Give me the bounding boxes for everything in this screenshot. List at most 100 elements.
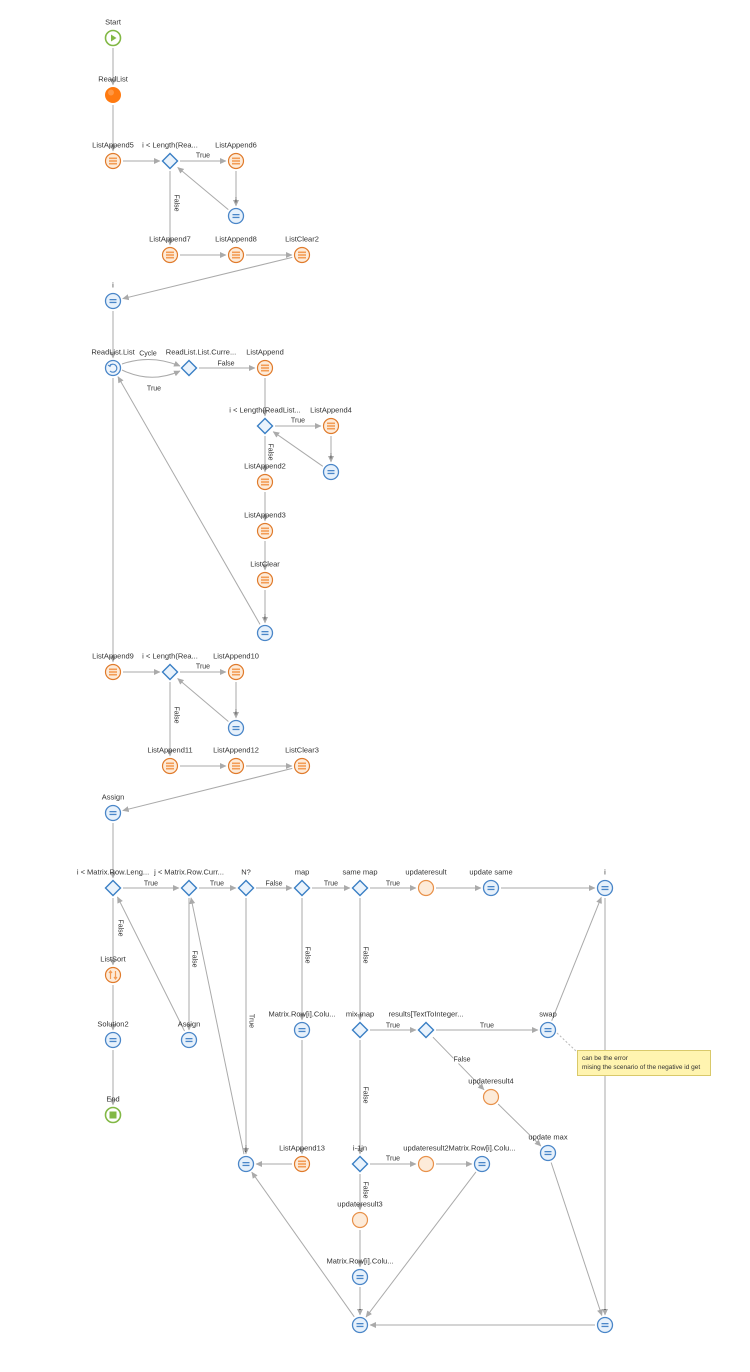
edge-um-to-as9[interactable]: [550, 1162, 603, 1316]
edge-label-if8-to-if9: True: [323, 880, 339, 888]
if-node-if2[interactable]: [180, 359, 198, 377]
edge-fe1-to-if2[interactable]: [121, 359, 181, 367]
assign-node-as8[interactable]: [351, 1316, 369, 1334]
listop-node-la7[interactable]: [161, 246, 179, 264]
assign-icon: [227, 719, 245, 737]
listop-icon: [293, 757, 311, 775]
expr-node-ur3[interactable]: [351, 1211, 369, 1229]
edge-as3-to-if3[interactable]: [272, 431, 324, 467]
edge-lc2-to-as2[interactable]: [122, 256, 293, 301]
listop-node-la9[interactable]: [104, 663, 122, 681]
if-node-if9[interactable]: [351, 879, 369, 897]
expr-icon: [417, 879, 435, 897]
node-label-as6: i: [604, 867, 606, 877]
assign-node-um[interactable]: [539, 1144, 557, 1162]
listop-node-la11[interactable]: [161, 757, 179, 775]
assign-node-as9[interactable]: [596, 1316, 614, 1334]
if-node-if8[interactable]: [293, 879, 311, 897]
edge-as4-to-fe1[interactable]: [117, 376, 261, 625]
if-node-if12[interactable]: [351, 1155, 369, 1173]
end-node-end[interactable]: [104, 1106, 122, 1124]
note-connector: [556, 1032, 578, 1053]
edge-as7-to-if6[interactable]: [189, 897, 245, 1155]
assign-node-mrc3[interactable]: [351, 1268, 369, 1286]
assign-icon: [256, 624, 274, 642]
edge-swap-to-as6[interactable]: [551, 896, 602, 1021]
if-node-if4[interactable]: [161, 663, 179, 681]
foreach-icon: [104, 359, 122, 377]
assign-node-sol[interactable]: [104, 1031, 122, 1049]
listop-icon: [256, 522, 274, 540]
edge-mrc2-to-as8[interactable]: [365, 1171, 477, 1318]
node-label-la11: ListAppend11: [147, 745, 193, 755]
edge-as5-to-if4[interactable]: [177, 678, 229, 722]
edge-lc3-to-asg[interactable]: [122, 767, 293, 813]
edge-if2-to-fe1[interactable]: [121, 369, 181, 378]
assign-node-swap[interactable]: [539, 1021, 557, 1039]
node-label-ur4: updateresult4: [468, 1076, 514, 1086]
assign-node-as1[interactable]: [227, 207, 245, 225]
assign-node-asg[interactable]: [104, 804, 122, 822]
edge-label-if5-to-ls: False: [116, 919, 124, 937]
if-node-if7[interactable]: [237, 879, 255, 897]
expr-node-ur[interactable]: [417, 879, 435, 897]
listop-node-la[interactable]: [256, 359, 274, 377]
listop-node-la13[interactable]: [293, 1155, 311, 1173]
start-node-start[interactable]: [104, 29, 122, 47]
listop-node-la10[interactable]: [227, 663, 245, 681]
listop-node-la3[interactable]: [256, 522, 274, 540]
edge-as8-to-as7[interactable]: [251, 1171, 355, 1318]
edge-asg2-to-if5[interactable]: [117, 896, 185, 1032]
assign-node-as6[interactable]: [596, 879, 614, 897]
edge-ur4-to-um[interactable]: [497, 1103, 542, 1147]
if-node-if6[interactable]: [180, 879, 198, 897]
node-label-la: ListAppend: [246, 347, 284, 357]
foreach-node-fe1[interactable]: [104, 359, 122, 377]
if-node-if1[interactable]: [161, 152, 179, 170]
edge-if11-to-ur4[interactable]: [432, 1036, 485, 1091]
assign-node-us[interactable]: [482, 879, 500, 897]
if-icon: [237, 879, 255, 897]
assign-node-asg2[interactable]: [180, 1031, 198, 1049]
aggregate-node-readlist[interactable]: [104, 86, 122, 104]
assign-node-as3[interactable]: [322, 463, 340, 481]
assign-icon: [596, 879, 614, 897]
assign-node-as5[interactable]: [227, 719, 245, 737]
node-label-if12: i-1jn: [352, 1143, 368, 1153]
aggregate-icon: [105, 87, 121, 103]
listop-node-lc[interactable]: [256, 571, 274, 589]
node-label-as9: -: [603, 1304, 607, 1314]
listop-node-la8[interactable]: [227, 246, 245, 264]
listop-node-lc2[interactable]: [293, 246, 311, 264]
listop-node-la5[interactable]: [104, 152, 122, 170]
listop-node-la2[interactable]: [256, 473, 274, 491]
edge-label-if10-to-if11: True: [385, 1022, 401, 1030]
listop-node-la6[interactable]: [227, 152, 245, 170]
listop-node-lc3[interactable]: [293, 757, 311, 775]
node-label-mrc1: Matrix.Row[i].Colu...: [268, 1009, 336, 1019]
assign-node-mrc1[interactable]: [293, 1021, 311, 1039]
listop-node-la4[interactable]: [322, 417, 340, 435]
assign-node-mrc2[interactable]: [473, 1155, 491, 1173]
if-node-if3[interactable]: [256, 417, 274, 435]
sort-node-ls[interactable]: [104, 966, 122, 984]
listop-icon: [227, 757, 245, 775]
comment-note[interactable]: can be the error mising the scenario of …: [577, 1050, 711, 1076]
assign-node-as4[interactable]: [256, 624, 274, 642]
listop-node-la12[interactable]: [227, 757, 245, 775]
edge-as1-to-if1[interactable]: [177, 167, 229, 210]
assign-node-as7[interactable]: [237, 1155, 255, 1173]
edge-label-if2-to-fe1: True: [146, 385, 162, 393]
node-label-asg: Assign: [101, 792, 125, 802]
node-label-if3: i < Length(ReadList...: [229, 405, 301, 415]
edge-label-fe1-to-if2: Cycle: [139, 350, 157, 358]
if-node-if11[interactable]: [417, 1021, 435, 1039]
if-node-if10[interactable]: [351, 1021, 369, 1039]
assign-node-as2[interactable]: [104, 292, 122, 310]
assign-icon: [351, 1268, 369, 1286]
if-node-if5[interactable]: [104, 879, 122, 897]
node-label-as1: i: [235, 195, 237, 205]
expr-node-ur2[interactable]: [417, 1155, 435, 1173]
expr-node-ur4[interactable]: [482, 1088, 500, 1106]
